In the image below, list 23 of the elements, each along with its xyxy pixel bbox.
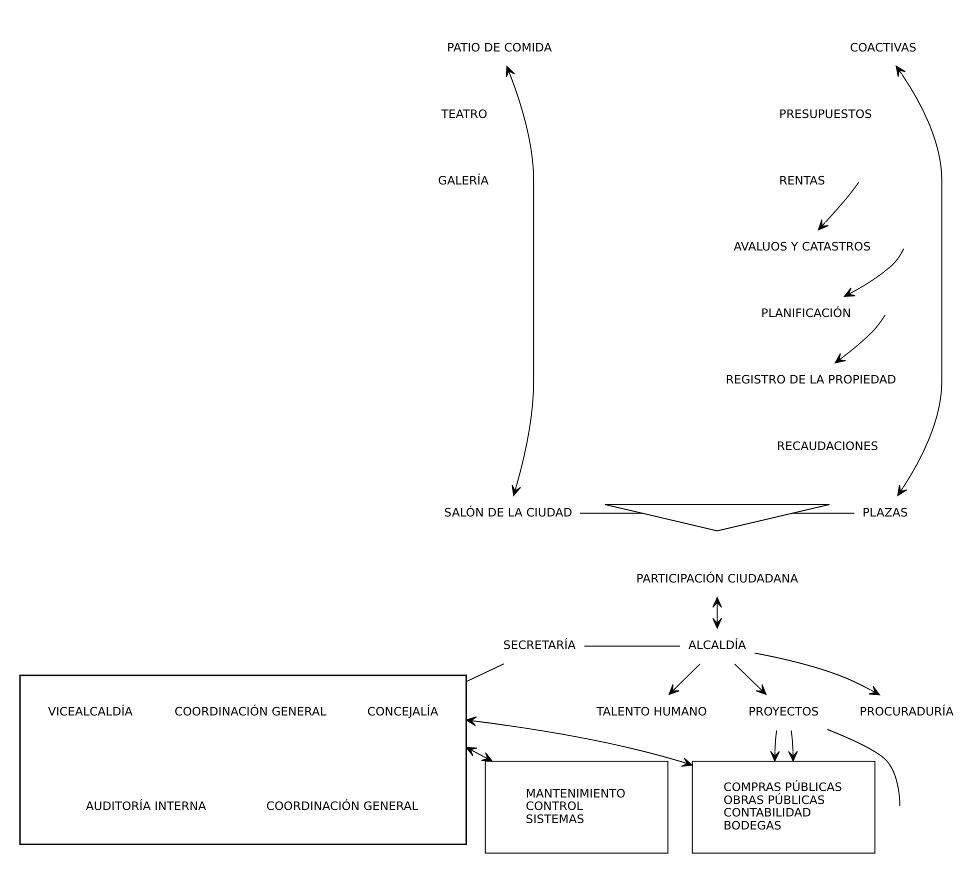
node-text: TALENTO HUMANO: [596, 704, 707, 718]
node-text: VICEALCALDÍA: [48, 704, 133, 718]
node-text: GALERÍA: [438, 172, 489, 187]
node-text: PRESUPUESTOS: [779, 106, 872, 120]
node-text: ALCALDÍA: [688, 638, 746, 652]
node-text: PLAZAS: [862, 504, 908, 519]
node-text: RENTAS: [779, 172, 826, 187]
node-text: COACTIVAS: [850, 40, 916, 54]
node-text: PATIO DE COMIDA: [447, 40, 552, 54]
node-text: RECAUDACIONES: [776, 438, 878, 452]
node-text: PROCURADURÍA: [860, 704, 954, 718]
node-text: PARTICIPACIÓN CIUDADANA: [636, 571, 798, 586]
node-text: AUDITORÍA INTERNA: [86, 798, 206, 813]
node-text: AVALUOS Y CATASTROS: [734, 239, 871, 254]
node-text: SECRETARÍA: [503, 638, 576, 652]
node-text: COORDINACIÓN GENERAL: [266, 798, 418, 813]
node-text: REGISTRO DE LA PROPIEDAD: [726, 372, 896, 386]
node-text: CONCEJALÍA: [367, 704, 438, 718]
node-text: PROYECTOS: [748, 704, 819, 718]
node-text: COORDINACIÓN GENERAL: [174, 704, 326, 718]
node-text: PLANIFICACIÓN: [761, 306, 851, 320]
node-text: TEATRO: [441, 106, 488, 120]
node-text: SALÓN DE LA CIUDAD: [444, 504, 572, 519]
